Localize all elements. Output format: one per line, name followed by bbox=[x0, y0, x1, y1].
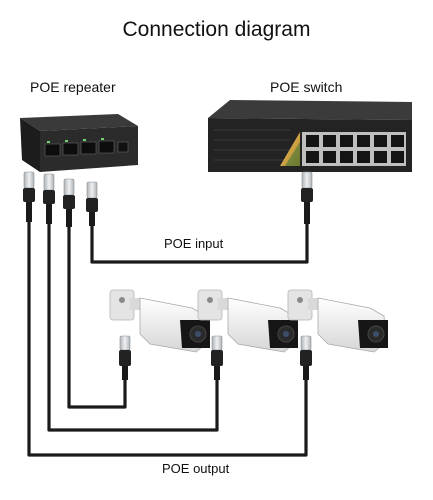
rj45-plug bbox=[300, 335, 312, 380]
camera-1 bbox=[109, 289, 210, 353]
poe-switch bbox=[208, 100, 412, 172]
rj45-plug bbox=[63, 178, 75, 227]
diagram-title: Connection diagram bbox=[122, 18, 311, 41]
poe-output-label: POE output bbox=[162, 461, 230, 476]
cable-poe-input bbox=[90, 222, 309, 264]
repeater-connectors bbox=[23, 171, 98, 227]
rj45-plug bbox=[211, 335, 223, 380]
rj45-plug bbox=[119, 335, 131, 380]
cable-camera-3 bbox=[27, 222, 308, 457]
poe-repeater bbox=[20, 114, 138, 172]
cable-camera-2 bbox=[47, 222, 219, 432]
camera-2 bbox=[197, 289, 298, 353]
rj45-plug bbox=[43, 173, 55, 224]
switch-ports bbox=[306, 135, 404, 163]
poe-repeater-label: POE repeater bbox=[30, 79, 116, 95]
cable-camera-1 bbox=[67, 224, 127, 409]
cables bbox=[27, 222, 309, 457]
camera-3 bbox=[287, 289, 388, 353]
repeater-ports bbox=[44, 140, 115, 157]
rj45-plug bbox=[86, 181, 98, 226]
rj45-plug bbox=[301, 171, 313, 224]
poe-input-label: POE input bbox=[164, 236, 224, 251]
poe-switch-label: POE switch bbox=[270, 79, 343, 95]
camera-connectors bbox=[119, 335, 312, 380]
rj45-plug bbox=[23, 171, 35, 222]
